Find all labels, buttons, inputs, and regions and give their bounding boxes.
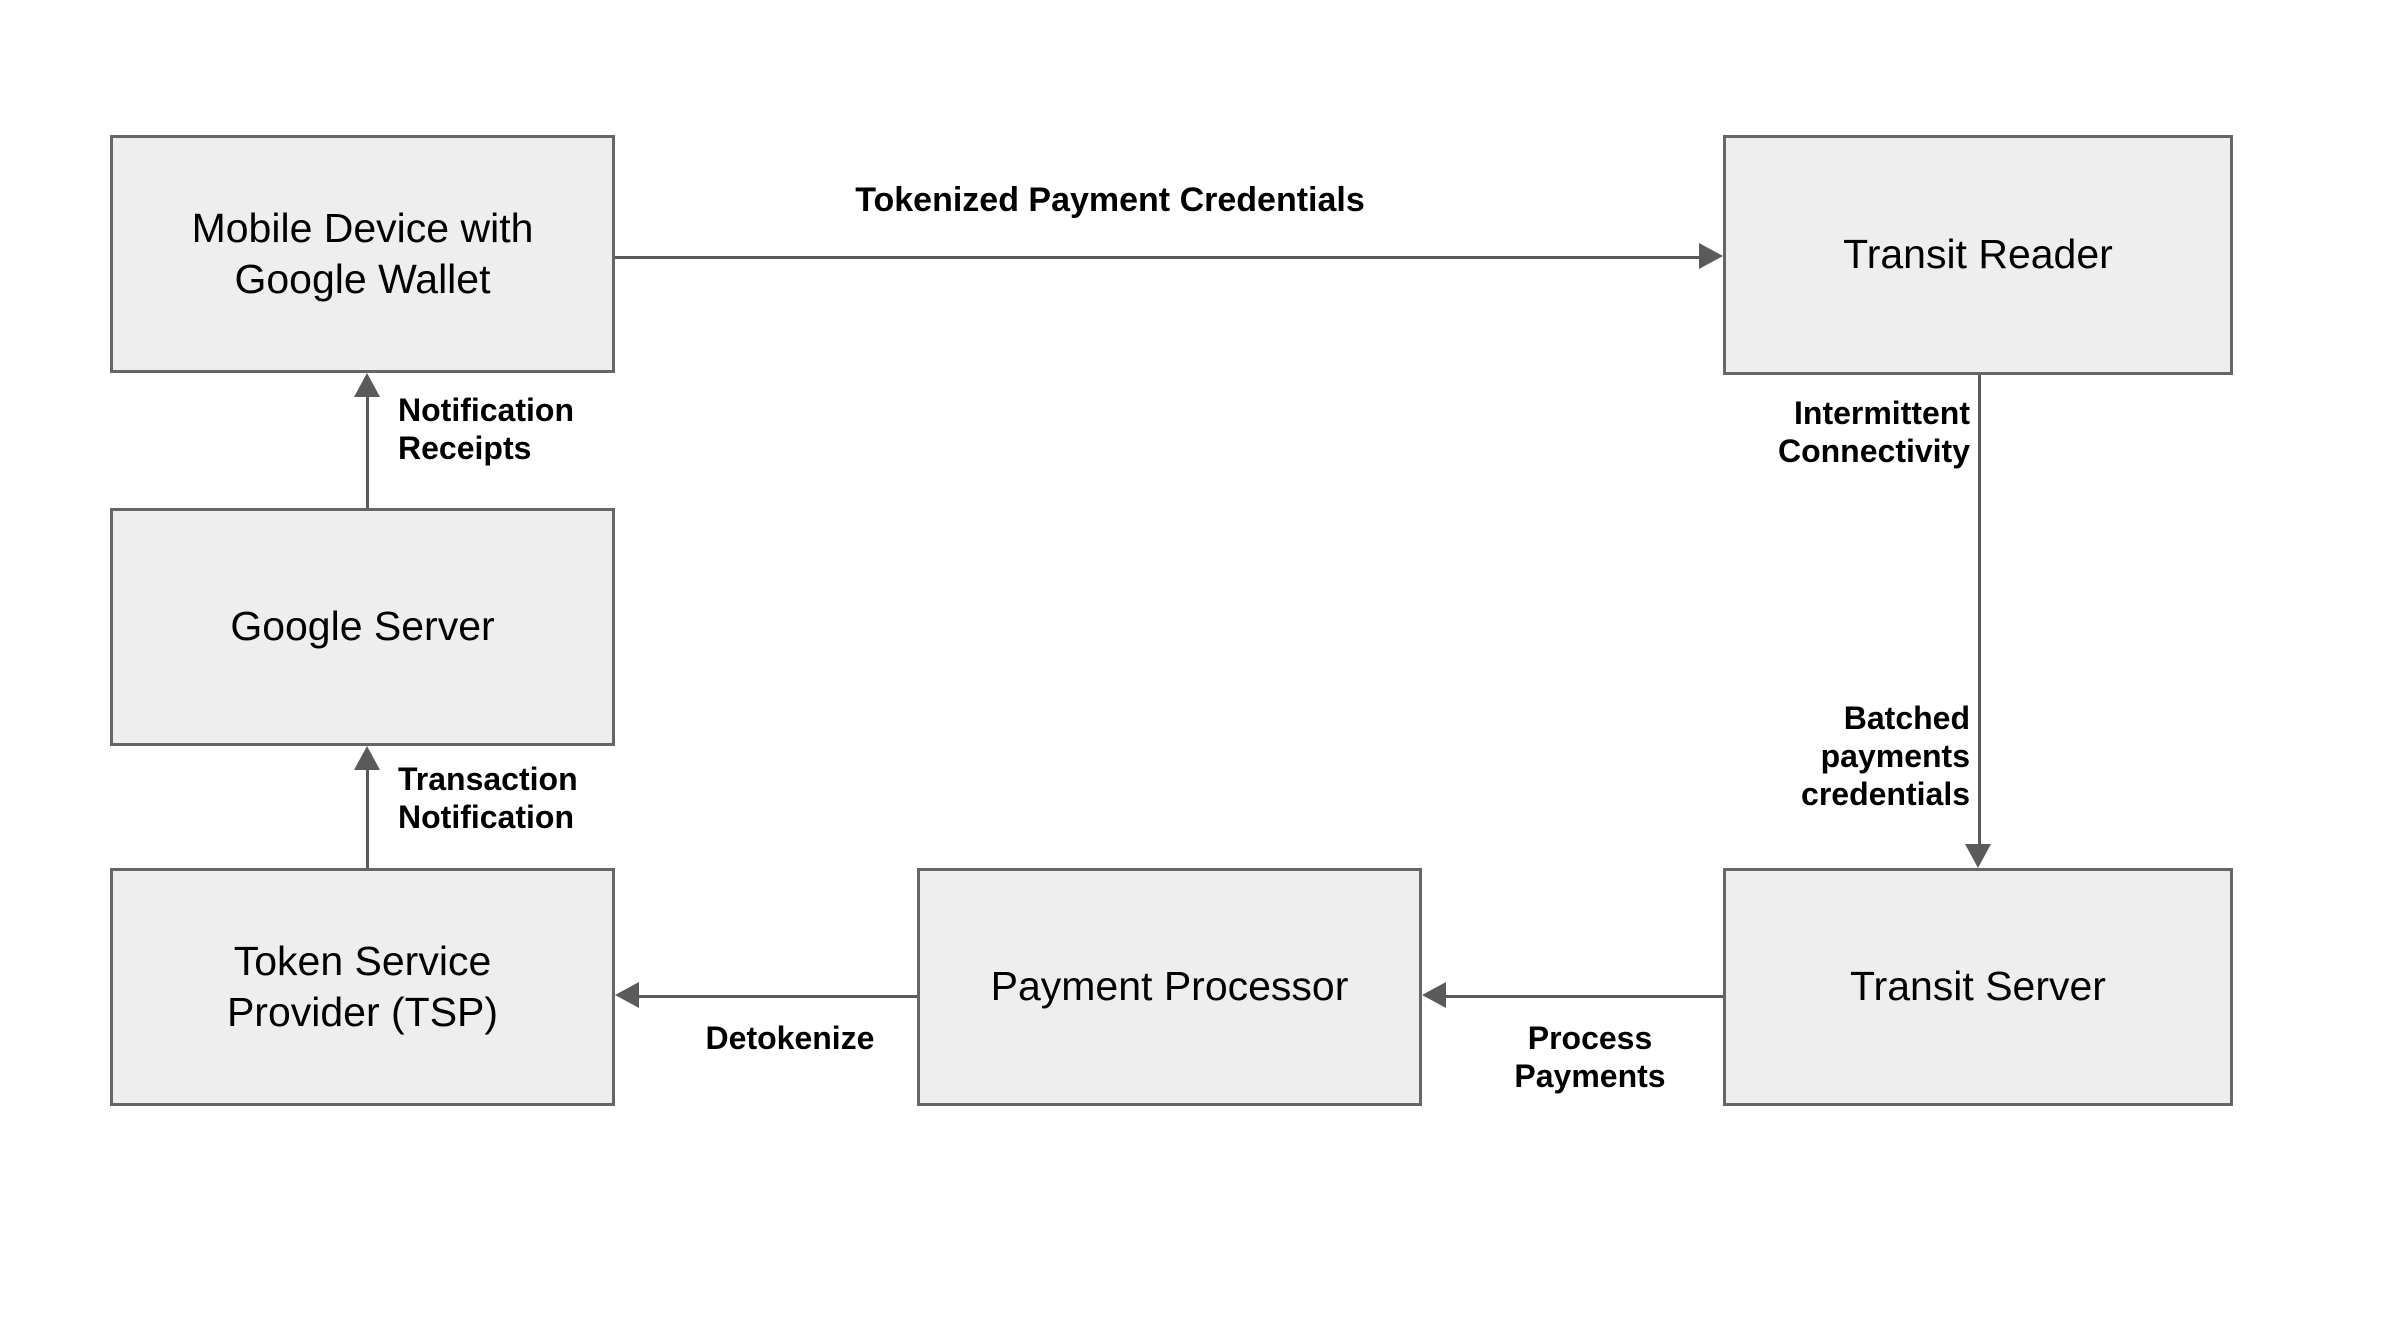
arrowhead-up-icon xyxy=(354,373,380,397)
edge-label-batched-payments-credentials: Batched payments credentials xyxy=(1801,700,1970,812)
node-token-service-provider[interactable]: Token Service Provider (TSP) xyxy=(110,868,615,1106)
node-transit-server[interactable]: Transit Server xyxy=(1723,868,2233,1106)
edge-line-payment-processor-to-tsp xyxy=(639,995,917,998)
node-transit-reader[interactable]: Transit Reader xyxy=(1723,135,2233,375)
arrowhead-left-icon xyxy=(615,982,639,1008)
edge-label-notification-receipts: Notification Receipts xyxy=(398,392,574,466)
edge-line-transit-server-to-payment-processor xyxy=(1446,995,1723,998)
edge-line-transit-reader-to-transit-server xyxy=(1978,375,1981,844)
edge-label-detokenize: Detokenize xyxy=(705,1020,875,1056)
node-label: Mobile Device with Google Wallet xyxy=(191,204,534,302)
node-mobile-device-with-google-wallet[interactable]: Mobile Device with Google Wallet xyxy=(110,135,615,373)
edge-label-transaction-notification: Transaction Notification xyxy=(398,761,578,835)
arrowhead-right-icon xyxy=(1699,243,1723,269)
node-label: Transit Reader xyxy=(1843,231,2113,278)
edge-label-process-payments: Process Payments xyxy=(1514,1020,1666,1094)
arrowhead-up-icon xyxy=(354,746,380,770)
edge-line-tsp-to-google-server xyxy=(366,770,369,868)
node-payment-processor[interactable]: Payment Processor xyxy=(917,868,1422,1106)
edge-label-tokenized-payment-credentials: Tokenized Payment Credentials xyxy=(855,181,1365,219)
node-label: Transit Server xyxy=(1850,963,2106,1010)
node-label: Google Server xyxy=(230,603,495,650)
edge-label-intermittent-connectivity: Intermittent Connectivity xyxy=(1777,395,1970,469)
node-google-server[interactable]: Google Server xyxy=(110,508,615,746)
arrowhead-left-icon xyxy=(1422,982,1446,1008)
node-label: Token Service Provider (TSP) xyxy=(226,937,499,1035)
edge-line-mobile-to-transit-reader xyxy=(615,256,1699,259)
arrowhead-down-icon xyxy=(1965,844,1991,868)
node-label: Payment Processor xyxy=(990,963,1349,1010)
edge-line-google-server-to-mobile-device xyxy=(366,397,369,508)
